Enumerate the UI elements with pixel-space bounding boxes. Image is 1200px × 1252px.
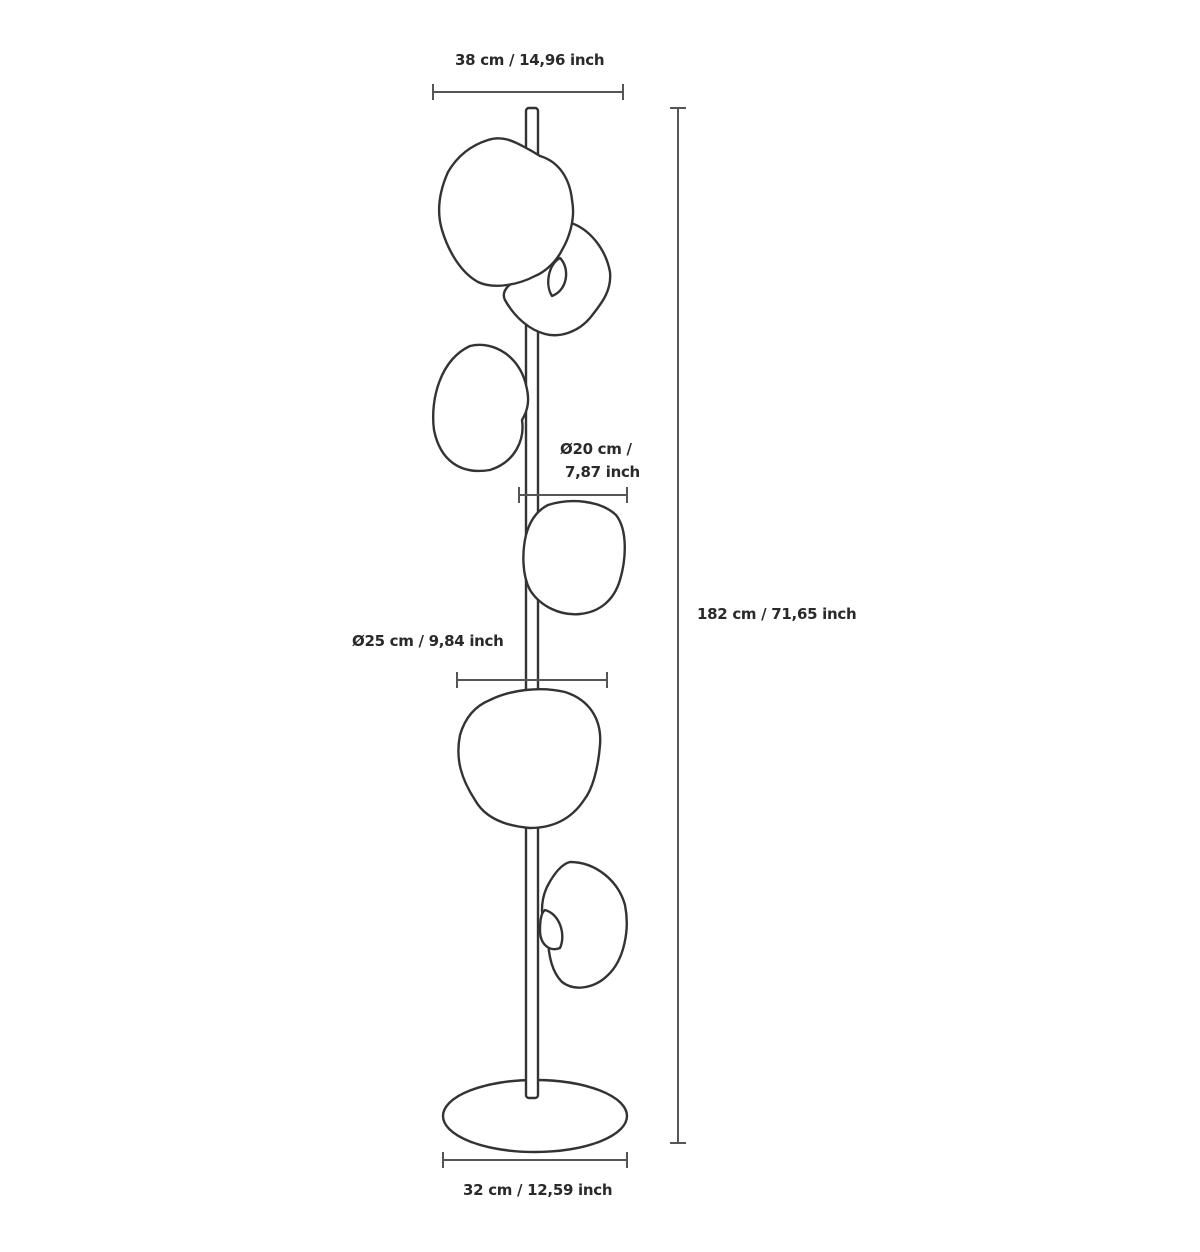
lamp-shade <box>432 343 530 473</box>
lamp-shade <box>522 499 626 616</box>
small-shade-diameter-label-2: 7,87 inch <box>565 463 640 481</box>
dimension-top-width <box>432 84 624 100</box>
dimension-height <box>670 107 686 1144</box>
top-width-label: 38 cm / 14,96 inch <box>455 51 605 69</box>
large-shade-diameter-label: Ø25 cm / 9,84 inch <box>352 632 504 650</box>
small-shade-diameter-label-1: Ø20 cm / <box>560 440 632 458</box>
lamp-shade <box>437 137 575 287</box>
height-label: 182 cm / 71,65 inch <box>697 605 857 623</box>
dimension-base-width <box>442 1152 628 1168</box>
lamp-shade <box>540 860 628 989</box>
dimension-small-shade-diameter <box>518 487 628 503</box>
shade-socket <box>547 256 568 298</box>
shade-socket <box>538 908 564 951</box>
dimension-large-shade-diameter <box>456 672 608 688</box>
base-width-label: 32 cm / 12,59 inch <box>463 1181 613 1199</box>
lamp-shade <box>457 687 602 830</box>
lamp-pole <box>524 106 540 1100</box>
